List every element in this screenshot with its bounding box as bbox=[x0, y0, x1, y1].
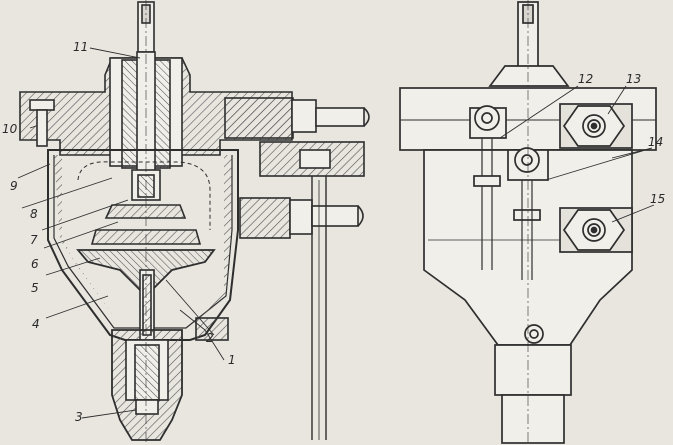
callout-7: 7 bbox=[30, 233, 38, 247]
callout-10: 10 bbox=[2, 122, 18, 136]
callout-1: 1 bbox=[228, 353, 236, 367]
callout-9: 9 bbox=[10, 179, 18, 193]
callout-3: 3 bbox=[75, 410, 83, 424]
housing-body bbox=[47, 149, 239, 341]
leader-lines bbox=[17, 47, 655, 419]
callout-11: 11 bbox=[73, 40, 89, 54]
callout-2: 2 bbox=[206, 331, 214, 345]
callout-13: 13 bbox=[626, 72, 642, 86]
callout-4: 4 bbox=[32, 317, 40, 331]
callout-12: 12 bbox=[578, 72, 594, 86]
inlet-block bbox=[224, 97, 294, 139]
callout-5: 5 bbox=[31, 281, 39, 295]
callout-15: 15 bbox=[650, 192, 666, 206]
bolt bbox=[29, 99, 55, 111]
callout-14: 14 bbox=[648, 135, 664, 149]
callout-8: 8 bbox=[30, 207, 38, 221]
section-view bbox=[19, 1, 370, 441]
callout-6: 6 bbox=[31, 257, 39, 271]
